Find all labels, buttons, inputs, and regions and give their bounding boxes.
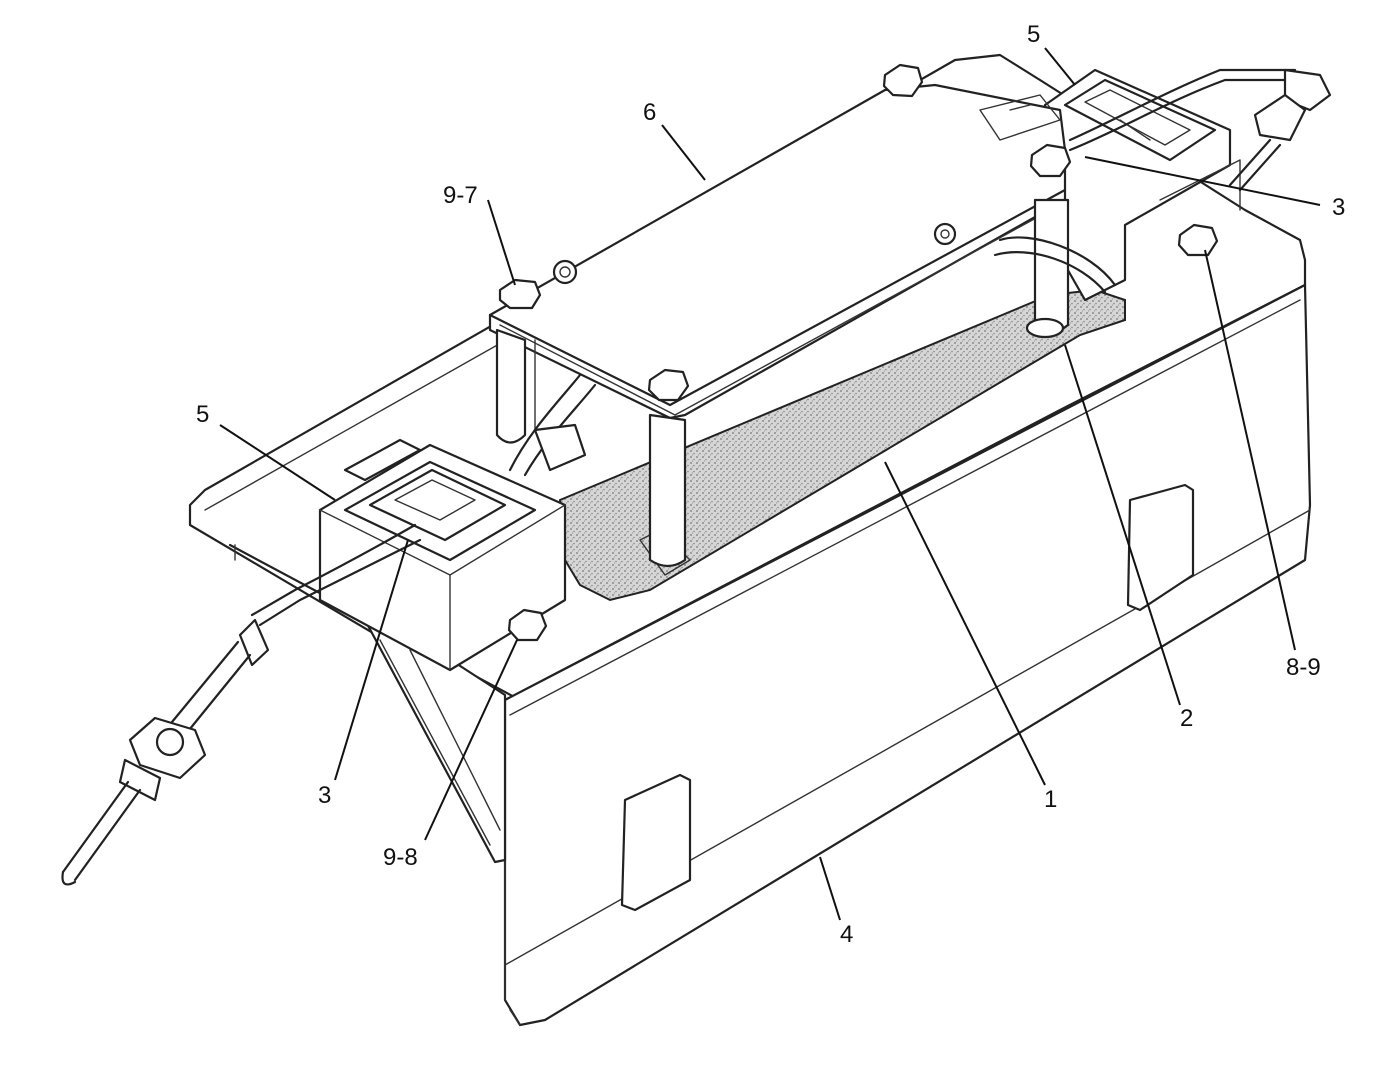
bolt-top-right <box>1029 143 1072 178</box>
callout-6: 6 <box>643 99 656 126</box>
callout-9-7: 9-7 <box>443 182 478 209</box>
callout-3-right: 3 <box>1332 194 1345 221</box>
right-clamp-bracket <box>1043 68 1241 302</box>
callout-4: 4 <box>840 921 853 948</box>
callout-5-right: 5 <box>1027 21 1040 48</box>
callout-2: 2 <box>1180 705 1193 732</box>
callout-1: 1 <box>1044 786 1057 813</box>
bolt-front <box>647 368 690 402</box>
left-clamp-bracket <box>318 438 567 672</box>
bolt-8-9 <box>1177 223 1219 257</box>
right-temperature-probe <box>993 68 1332 294</box>
bolt-9-8 <box>507 608 548 642</box>
bolt-9-7 <box>498 278 542 310</box>
internal-cable <box>508 373 597 477</box>
standoff-posts <box>495 198 1070 568</box>
leader-lines <box>219 47 1321 921</box>
callout-8-9: 8-9 <box>1286 654 1321 681</box>
callout-3-left: 3 <box>318 782 331 809</box>
bolt-top-left <box>882 63 924 98</box>
callout-9-8: 9-8 <box>383 844 418 871</box>
left-temperature-probe <box>61 523 422 886</box>
callout-5-left: 5 <box>196 401 209 428</box>
